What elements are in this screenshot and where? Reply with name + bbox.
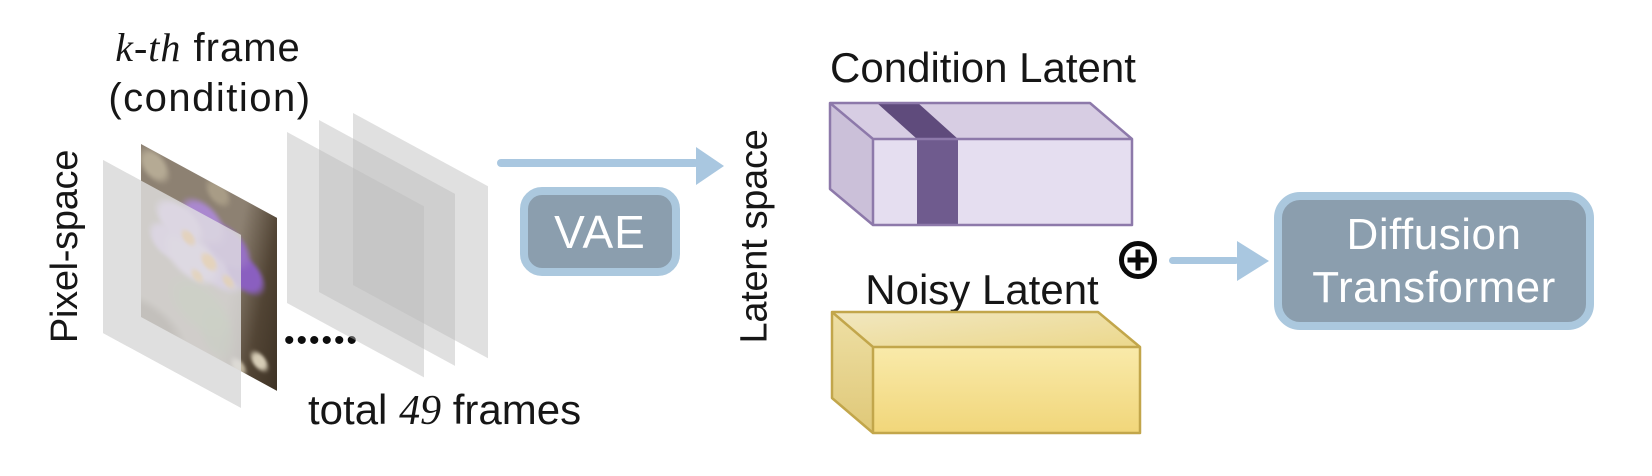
dit-arrow-shaft <box>1169 257 1239 264</box>
noisy-latent-label: Noisy Latent <box>865 266 1099 313</box>
condition-latent-label: Condition Latent <box>830 44 1136 91</box>
diffusion-transformer-box: Diffusion Transformer <box>1274 192 1594 330</box>
condition-latent-stripe-top <box>877 103 958 139</box>
noisy-latent-side-face <box>832 312 873 433</box>
latent-space-axis-label: Latent space <box>733 128 776 344</box>
condition-latent-stripe-front <box>917 139 958 225</box>
plus-circle-icon <box>1119 241 1157 279</box>
condition-latent-front-face <box>873 139 1132 225</box>
condition-latent-top-face <box>830 103 1132 139</box>
diffusion-transformer-label-line2: Transformer <box>1312 263 1556 312</box>
condition-latent-side-face <box>830 103 873 225</box>
ellipsis-dots: •••••• <box>284 324 360 357</box>
noisy-latent-cuboid <box>830 310 1142 435</box>
total-frames-count: 49 <box>399 388 442 434</box>
noisy-latent-front-face <box>873 347 1140 433</box>
kth-frame-label-italic: k-th <box>115 25 182 70</box>
condition-latent-cuboid <box>828 101 1134 227</box>
diffusion-transformer-label-line1: Diffusion <box>1346 210 1522 259</box>
pixel-space-axis-label: Pixel-space <box>44 149 87 343</box>
condition-sublabel: (condition) <box>108 76 312 120</box>
vae-arrow-shaft <box>497 159 699 167</box>
vae-box: VAE <box>520 187 680 276</box>
noisy-latent-top-face <box>832 312 1140 347</box>
total-frames-label: total 49 frames <box>308 386 582 434</box>
vae-arrow-right-icon <box>696 147 724 185</box>
kth-frame-label-rest: frame <box>181 26 301 70</box>
kth-frame-label: k-th frame <box>78 24 338 71</box>
dit-arrow-right-icon <box>1237 241 1269 281</box>
vae-box-label: VAE <box>554 205 646 258</box>
